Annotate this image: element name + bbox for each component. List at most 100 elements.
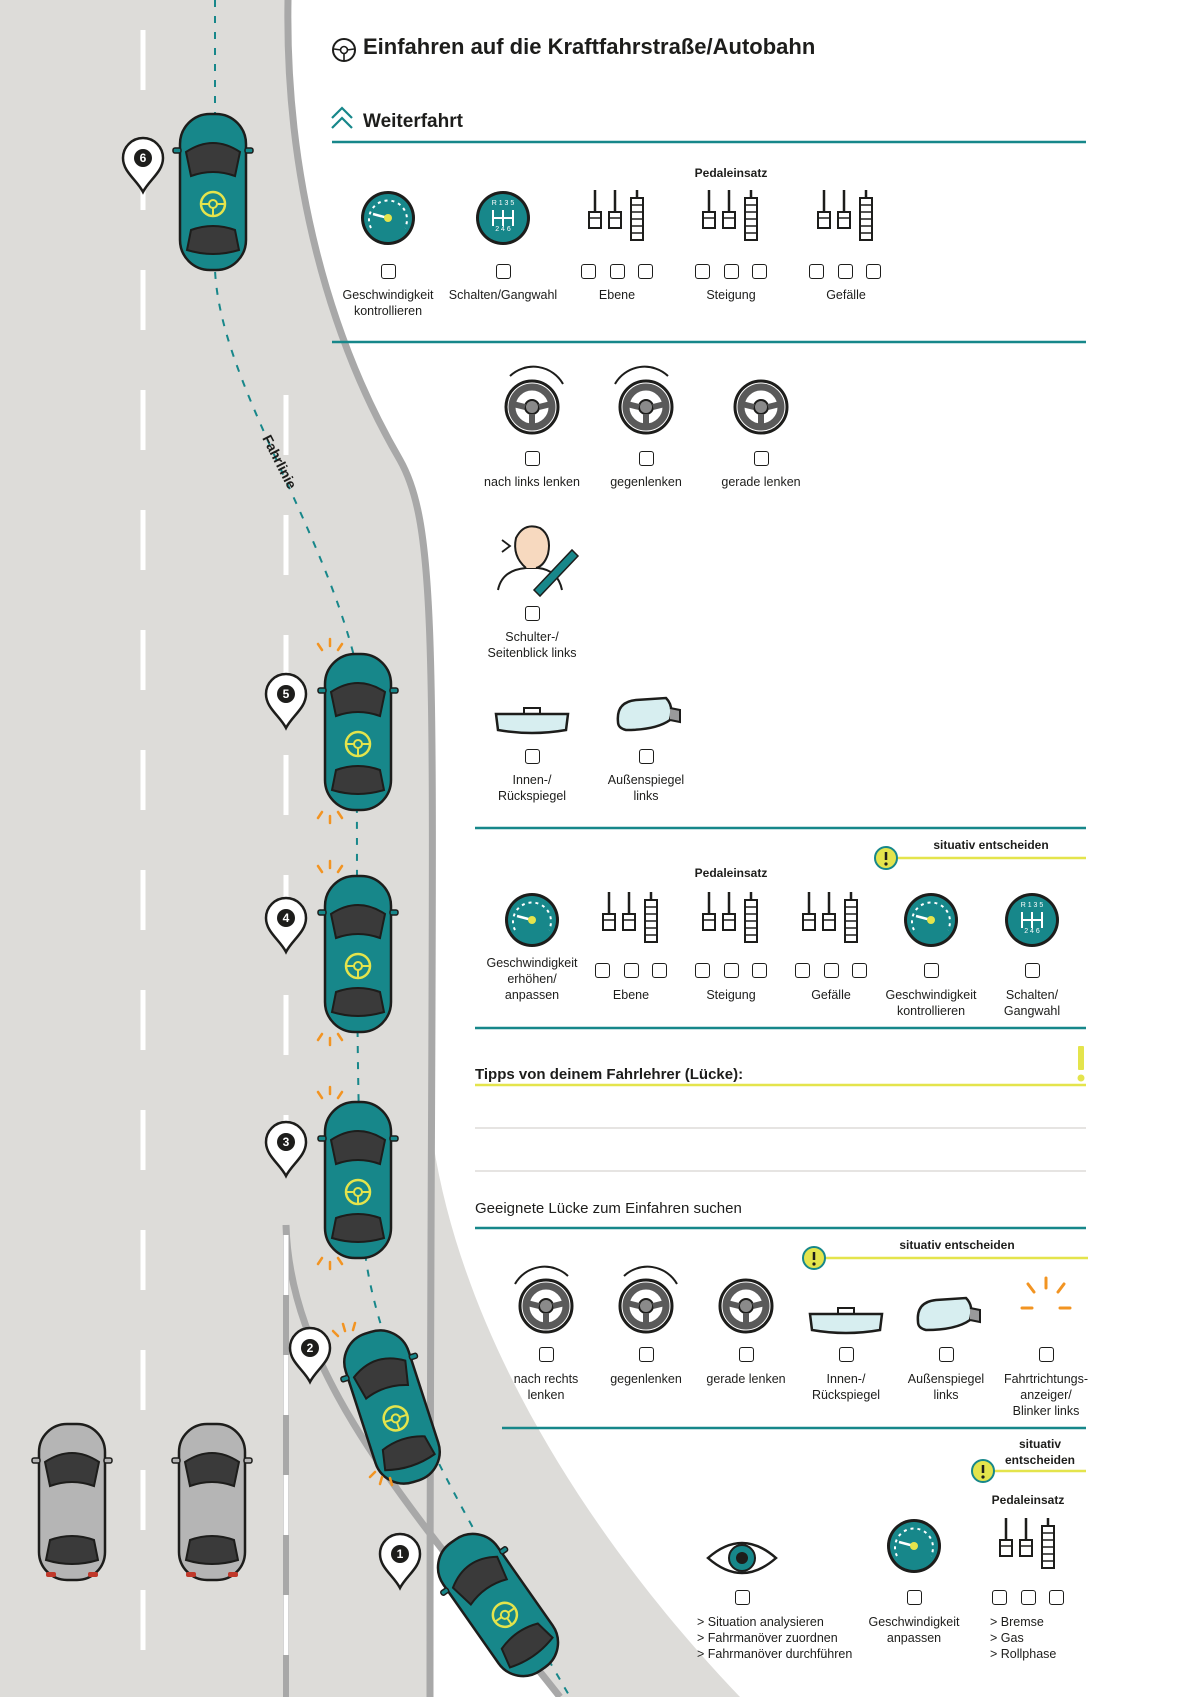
checkbox-gefaelle-rollphase[interactable]: [852, 963, 867, 978]
steer-right-wheel-icon: [520, 1280, 572, 1332]
label-gerade-lenken: gerade lenken: [706, 1372, 786, 1386]
situativ-alert-icon: [873, 845, 899, 871]
checkbox-gefaelle-gas[interactable]: [824, 963, 839, 978]
section-heading-weiterfahrt: Weiterfahrt: [363, 111, 463, 132]
checkbox-gegenlenken[interactable]: [639, 1347, 654, 1362]
marker-number-3: 3: [283, 1135, 290, 1149]
checkbox-gerade-lenken[interactable]: [754, 451, 769, 466]
label-blinker-links: Fahrtrichtungs- anzeiger/ Blinker links: [1003, 1372, 1089, 1418]
marker-number-5: 5: [283, 687, 290, 701]
checkbox-ebene-gas[interactable]: [624, 963, 639, 978]
yellow-lines: [475, 856, 1088, 1473]
label-gerade-lenken: gerade lenken: [721, 475, 801, 489]
speed-check-gauge-icon: [902, 891, 960, 949]
section-lines: [332, 140, 1086, 1430]
checkbox-steigung-bremse[interactable]: [695, 963, 710, 978]
label-innen-rueckspiegel: Innen-/ Rückspiegel: [497, 773, 567, 803]
checkbox-ebene-gas[interactable]: [610, 264, 625, 279]
situativ-alert-icon: [801, 1245, 827, 1271]
label-gegenlenken: gegenlenken: [610, 475, 682, 489]
checkbox-ebene-bremse[interactable]: [595, 963, 610, 978]
speed-up-gauge-icon: [503, 891, 561, 949]
label-steigung: Steigung: [706, 288, 756, 302]
checkbox-steigung-bremse[interactable]: [695, 264, 710, 279]
checkbox-steigung-rollphase[interactable]: [752, 963, 767, 978]
label-ebene: Ebene: [612, 988, 650, 1002]
steer-left-wheel-icon: [506, 381, 558, 433]
checkbox-nach-links-lenken[interactable]: [525, 451, 540, 466]
label-geschwindigkeit-kontrollieren: Geschwindigkeit kontrollieren: [342, 288, 434, 318]
checkbox-gefaelle-gas[interactable]: [838, 264, 853, 279]
fahrlinie-path: [214, 0, 571, 1697]
page-title: Einfahren auf die Kraftfahrstraße/Autoba…: [363, 34, 816, 59]
checkbox-nach-rechts-lenken[interactable]: [539, 1347, 554, 1362]
checkbox-steigung-gas[interactable]: [724, 264, 739, 279]
label-schalten-gangwahl: Schalten/Gangwahl: [448, 288, 558, 302]
side-mirror-icon: [616, 696, 682, 732]
pedals-icon: [998, 1516, 1056, 1570]
checkbox-schulterblick-links[interactable]: [525, 606, 540, 621]
tipps-exclamation-icon: [1077, 1046, 1085, 1082]
marker-number-4: 4: [283, 911, 290, 925]
checkbox-geschwindigkeit-kontrollieren[interactable]: [924, 963, 939, 978]
checkbox-schalten-gangwahl[interactable]: [1025, 963, 1040, 978]
rotate-right-arrow-icon: [614, 365, 669, 385]
countersteer-wheel-icon: [620, 381, 672, 433]
car-position-5: [316, 652, 400, 812]
checkbox-geschwindigkeit-anpassen[interactable]: [907, 1590, 922, 1605]
label-aussenspiegel-links: Außenspiegel links: [907, 1372, 985, 1402]
checkbox-gerade-lenken[interactable]: [739, 1347, 754, 1362]
label-situation-analysieren: > Situation analysieren > Fahrmanöver zu…: [697, 1615, 853, 1661]
pedals-uphill-icon: [701, 188, 759, 242]
gearbox-digits-top: R 1 3 5: [491, 200, 515, 207]
checkbox-gefaelle-bremse[interactable]: [809, 264, 824, 279]
checkbox-geschwindigkeit-kontrollieren[interactable]: [381, 264, 396, 279]
label-nach-rechts-lenken: nach rechts lenken: [513, 1372, 579, 1402]
rotate-left-arrow-icon: [509, 365, 564, 385]
traffic-car-left: [30, 1422, 114, 1582]
rear-mirror-icon: [808, 1306, 884, 1335]
gearbox-digits-top: R 1 3 5: [1020, 902, 1044, 909]
checkbox-aussenspiegel-links[interactable]: [639, 749, 654, 764]
steering-wheel-title-icon: [332, 38, 356, 62]
pedals-level-icon: [587, 188, 645, 242]
checkbox-aussenspiegel-links[interactable]: [939, 1347, 954, 1362]
label-gefaelle: Gefälle: [811, 988, 851, 1002]
turn-signal-icon: [1020, 1276, 1072, 1310]
luecke-heading: Geeignete Lücke zum Einfahren suchen: [475, 1200, 742, 1217]
checkbox-rollphase[interactable]: [1049, 1590, 1064, 1605]
checkbox-steigung-gas[interactable]: [724, 963, 739, 978]
situativ-entscheiden-label: situativ entscheiden: [1004, 1437, 1076, 1467]
checkbox-gas[interactable]: [1021, 1590, 1036, 1605]
pedals-downhill-icon: [801, 890, 859, 944]
checkbox-ebene-bremse[interactable]: [581, 264, 596, 279]
label-steigung: Steigung: [706, 988, 756, 1002]
label-geschwindigkeit-anpassen: Geschwindigkeit anpassen: [868, 1615, 960, 1645]
checkbox-ebene-rollphase[interactable]: [652, 963, 667, 978]
label-geschwindigkeit-erhoehen: Geschwindigkeit erhöhen/ anpassen: [486, 956, 578, 1002]
checkbox-gefaelle-rollphase[interactable]: [866, 264, 881, 279]
pedaleinsatz-heading: Pedaleinsatz: [991, 1493, 1065, 1507]
car-position-4: [316, 874, 400, 1034]
car-position-3: [316, 1100, 400, 1260]
checkbox-blinker-links[interactable]: [1039, 1347, 1054, 1362]
tipps-heading: Tipps von deinem Fahrlehrer (Lücke):: [475, 1066, 744, 1083]
checkbox-gefaelle-bremse[interactable]: [795, 963, 810, 978]
label-innen-rueckspiegel: Innen-/ Rückspiegel: [811, 1372, 881, 1402]
eye-icon: [706, 1541, 778, 1575]
label-ebene: Ebene: [598, 288, 636, 302]
checkbox-innen-rueckspiegel[interactable]: [839, 1347, 854, 1362]
checkbox-gegenlenken[interactable]: [639, 451, 654, 466]
marker-number-1: 1: [397, 1547, 404, 1561]
label-gefaelle: Gefälle: [826, 288, 866, 302]
checkbox-innen-rueckspiegel[interactable]: [525, 749, 540, 764]
checkbox-steigung-rollphase[interactable]: [752, 264, 767, 279]
checkbox-bremse[interactable]: [992, 1590, 1007, 1605]
rotate-right-arrow-icon: [514, 1265, 569, 1285]
situativ-alert-icon: [970, 1458, 996, 1484]
checkbox-situation-analysieren[interactable]: [735, 1590, 750, 1605]
checkbox-schalten-gangwahl[interactable]: [496, 264, 511, 279]
checkbox-ebene-rollphase[interactable]: [638, 264, 653, 279]
gearbox-digits-bottom: 2 4 6: [1024, 928, 1040, 935]
